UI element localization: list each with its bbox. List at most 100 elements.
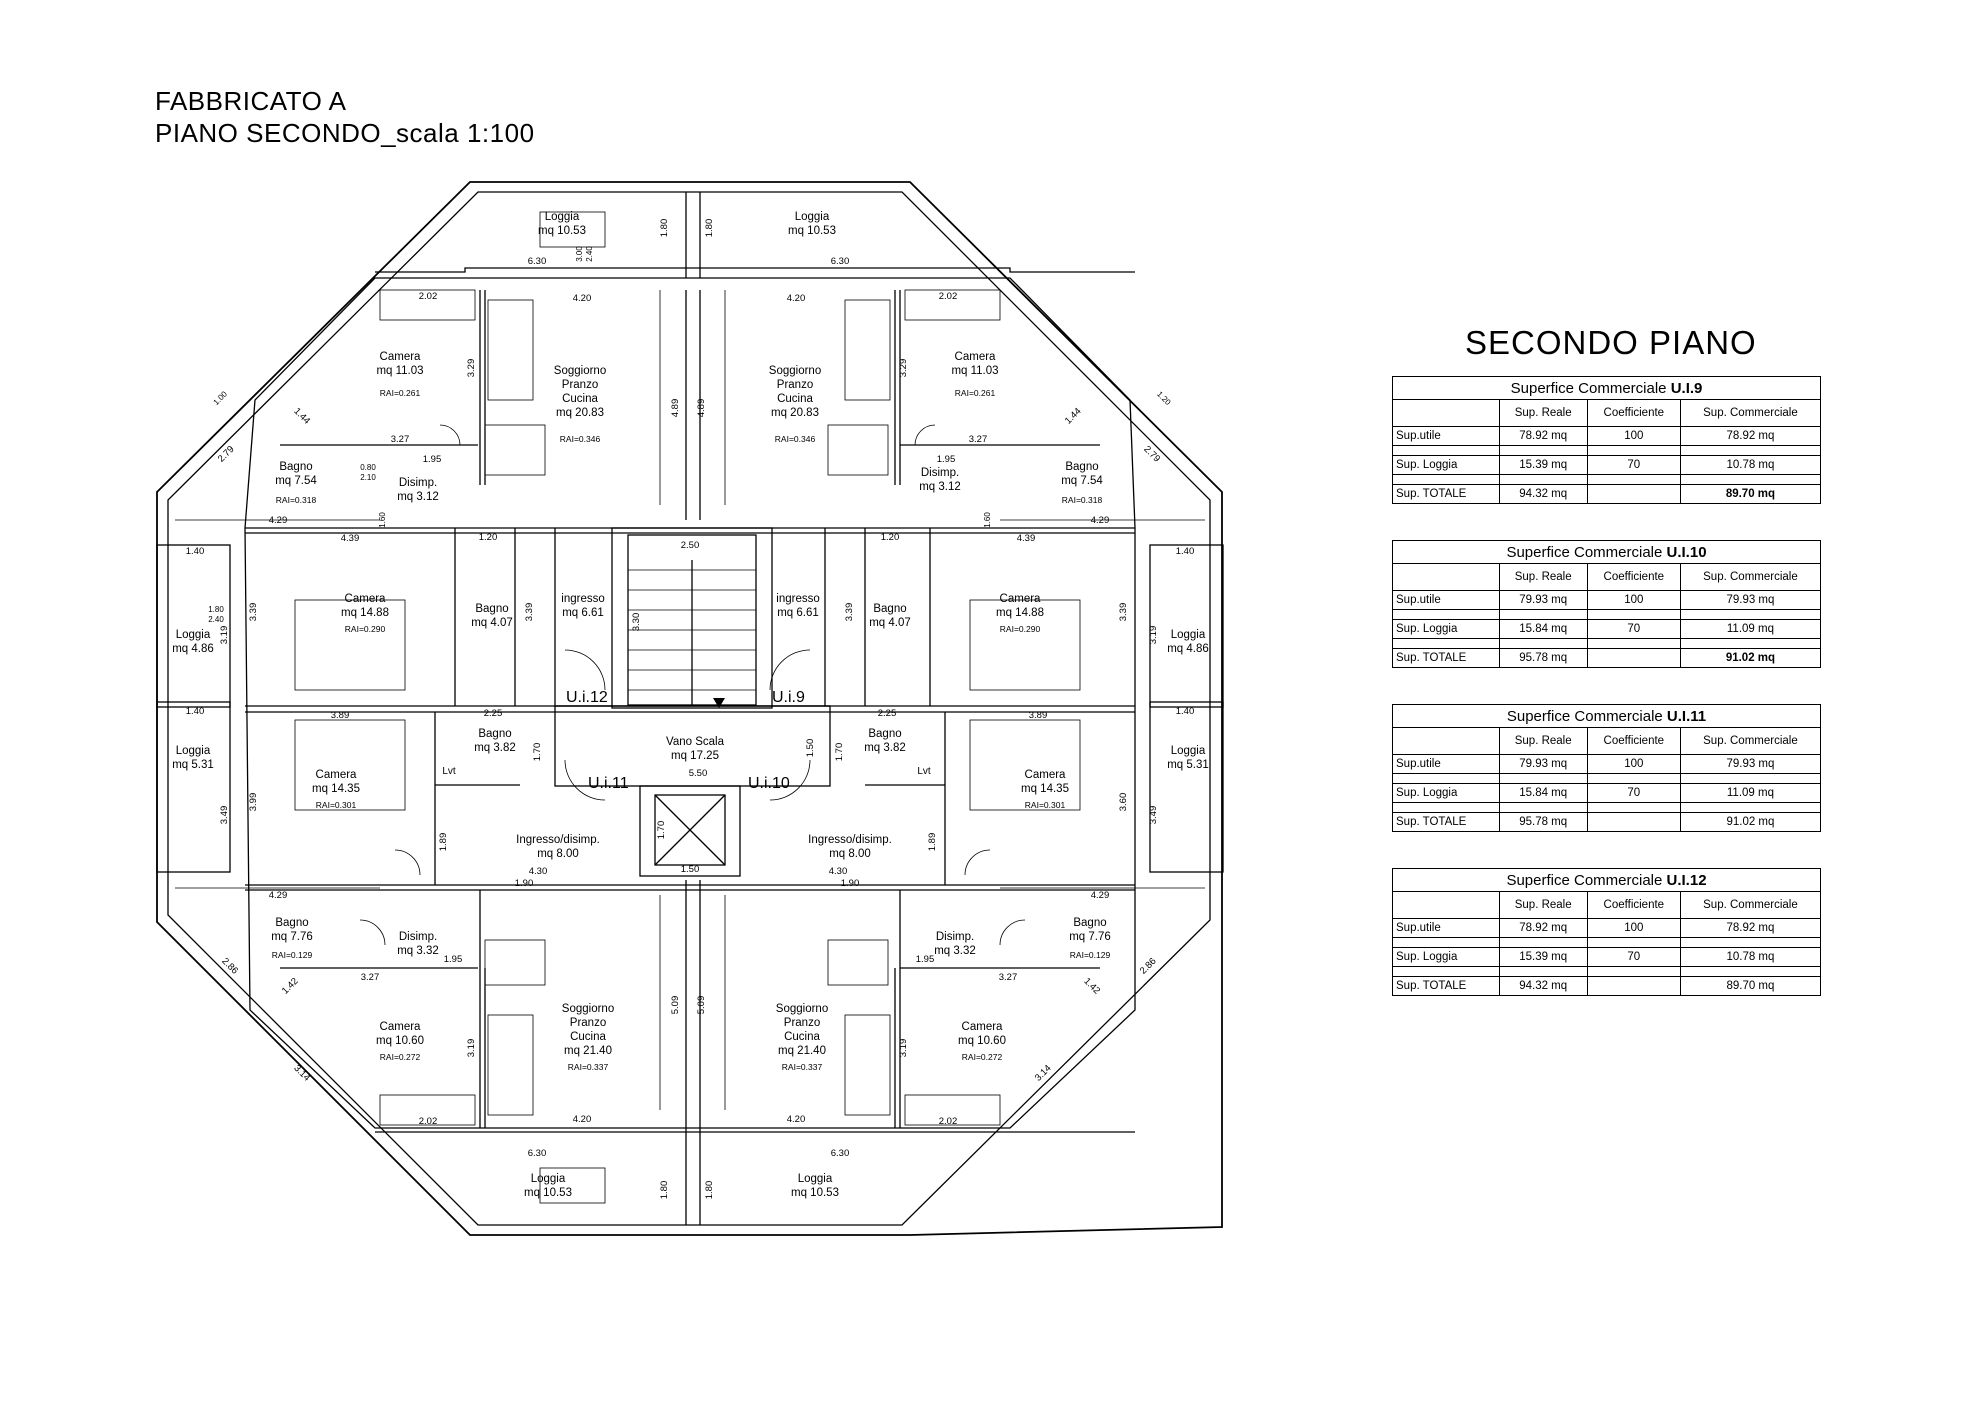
room-label: Pranzo — [777, 379, 813, 391]
window-size-label: 2.40 — [208, 615, 224, 624]
room-area: mq 10.53 — [538, 225, 586, 237]
dimension-label: 3.60 — [1118, 793, 1129, 812]
room-area: mq 21.40 — [564, 1045, 612, 1057]
dimension-label: 6.30 — [528, 256, 547, 267]
room-area: mq 4.07 — [471, 617, 513, 629]
dimension-label: 3.27 — [969, 434, 988, 445]
room-label: Ingresso/disimp. — [516, 834, 600, 846]
room-label: Camera — [345, 593, 387, 605]
room-label: Loggia — [176, 745, 211, 757]
dimension-label: 6.30 — [831, 256, 850, 267]
room-label: Cucina — [562, 393, 598, 405]
dimension-label: 1.90 — [515, 878, 534, 889]
dimension-label: 1.89 — [927, 833, 938, 852]
dimension-label: 1.42 — [1081, 976, 1102, 997]
room-area: mq 10.53 — [788, 225, 836, 237]
room-label: Camera — [1000, 593, 1042, 605]
dimension-label: 3.27 — [361, 972, 380, 983]
dimension-label: 1.44 — [1063, 406, 1084, 427]
drawing-title-line1: FABBRICATO A — [155, 86, 347, 116]
dimension-label: 1.50 — [805, 739, 816, 758]
room-label: Disimp. — [936, 931, 974, 943]
room-label: ingresso — [776, 593, 819, 605]
room-label: ingresso — [561, 593, 604, 605]
dimension-label: 3.39 — [248, 603, 259, 622]
dimension-label: 3.19 — [219, 626, 230, 645]
room-label: Soggiorno — [776, 1003, 828, 1015]
room-area: mq 3.32 — [397, 945, 439, 957]
dimension-label: 1.70 — [834, 743, 845, 762]
room-label: Loggia — [531, 1173, 566, 1185]
room-label: Cucina — [784, 1031, 820, 1043]
room-area: mq 14.35 — [312, 783, 360, 795]
dimension-label: 2.02 — [939, 1116, 958, 1127]
room-label: Camera — [955, 351, 997, 363]
room-area: mq 14.35 — [1021, 783, 1069, 795]
room-rai: RAI=0.129 — [272, 950, 313, 960]
room-rai: RAI=0.290 — [345, 624, 386, 634]
room-area: mq 8.00 — [829, 848, 871, 860]
dimension-label: 1.80 — [659, 1181, 670, 1200]
room-label: Disimp. — [399, 477, 437, 489]
door-size-label: 2.10 — [360, 473, 376, 482]
room-label: Pranzo — [784, 1017, 820, 1029]
room-area: mq 10.53 — [524, 1187, 572, 1199]
dimension-label: 4.20 — [787, 293, 806, 304]
dimension-label: 4.89 — [670, 399, 681, 418]
room-area: mq 5.31 — [1167, 759, 1209, 771]
dimension-label: 3.39 — [1118, 603, 1129, 622]
room-area: mq 4.86 — [172, 643, 214, 655]
dimension-label: 3.89 — [331, 710, 350, 721]
room-area: mq 5.31 — [172, 759, 214, 771]
room-area: mq 3.82 — [474, 742, 516, 754]
room-area: mq 7.54 — [1061, 475, 1103, 487]
dimension-label: 1.70 — [656, 821, 667, 840]
room-area: mq 10.60 — [376, 1035, 424, 1047]
room-label: Bagno — [475, 603, 508, 615]
section-title: SECONDO PIANO — [1465, 324, 1757, 361]
room-rai: RAI=0.129 — [1070, 950, 1111, 960]
dimension-label: 3.29 — [466, 359, 477, 378]
dimension-label: 3.39 — [844, 603, 855, 622]
door-size-label: 0.80 — [360, 463, 376, 472]
dimension-label: 3.27 — [391, 434, 410, 445]
dimension-label: 4.20 — [573, 1114, 592, 1125]
room-label: Camera — [316, 769, 358, 781]
window-size-label: 1.20 — [1155, 390, 1173, 408]
room-label: Disimp. — [921, 467, 959, 479]
col-sup-reale: Sup. Reale — [1498, 399, 1588, 427]
dimension-label: 6.30 — [831, 1148, 850, 1159]
room-area: mq 3.12 — [919, 481, 961, 493]
room-rai: RAI=0.301 — [1025, 800, 1066, 810]
unit-label-u-i-10: U.i.10 — [748, 775, 790, 792]
table-title: Superfice Commerciale U.I.10 — [1392, 540, 1821, 564]
col-sup-commerciale: Sup. Commerciale — [1679, 399, 1822, 427]
room-rai: RAI=0.346 — [775, 434, 816, 444]
dimension-label: 2.50 — [681, 540, 700, 551]
room-area: mq 14.88 — [996, 607, 1044, 619]
dimension-label: 1.50 — [681, 864, 700, 875]
room-area: mq 4.07 — [869, 617, 911, 629]
col-coefficiente: Coefficiente — [1586, 399, 1681, 427]
dimension-label: 1.20 — [479, 532, 498, 543]
room-rai: RAI=0.318 — [1062, 495, 1103, 505]
room-area: mq 11.03 — [951, 365, 998, 377]
room-rai: RAI=0.272 — [380, 1052, 421, 1062]
dimension-label: 1.20 — [881, 532, 900, 543]
col-blank — [1392, 399, 1500, 427]
room-area: mq 20.83 — [556, 407, 604, 419]
room-label: Bagno — [275, 917, 308, 929]
dimension-label: 6.30 — [528, 1148, 547, 1159]
room-area: mq 3.82 — [864, 742, 906, 754]
room-rai: RAI=0.261 — [955, 388, 996, 398]
room-label: Bagno — [873, 603, 906, 615]
dimension-label: 1.40 — [1176, 706, 1195, 717]
